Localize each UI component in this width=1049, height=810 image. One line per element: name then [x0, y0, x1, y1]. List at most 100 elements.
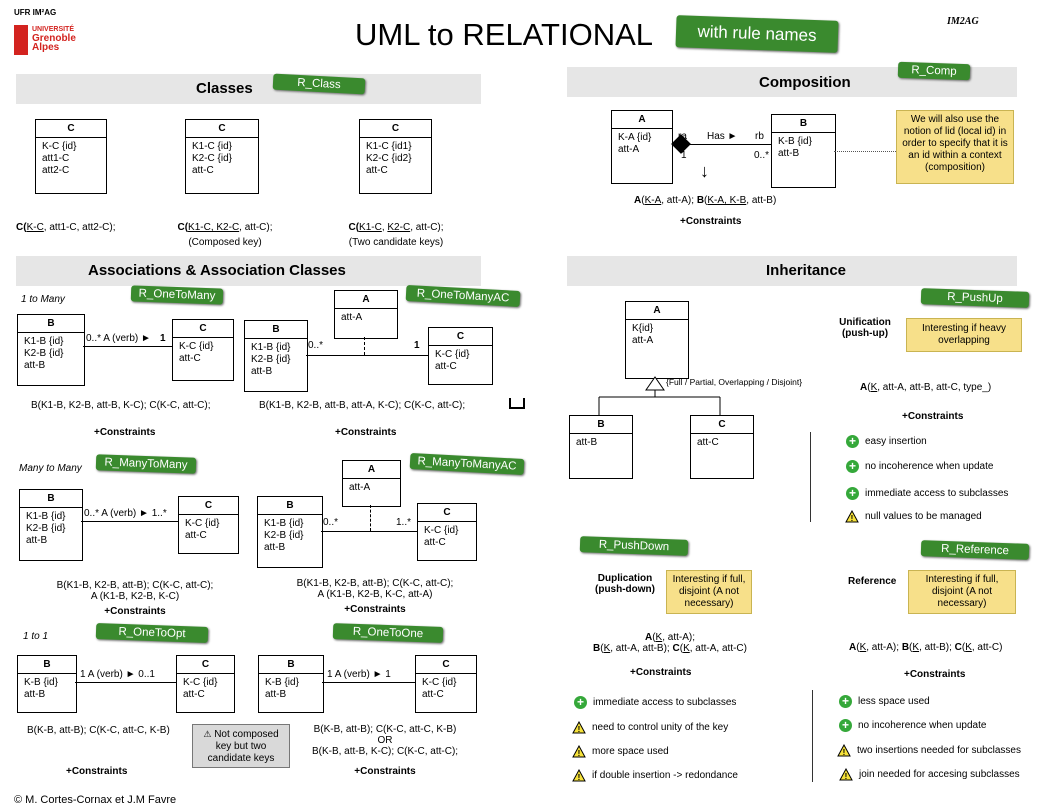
- inh-class-a: A K{id}att-A: [625, 301, 689, 379]
- oto-note: ⚠ Not composed key but two candidate key…: [192, 724, 290, 768]
- im2ag-label: IM2AG: [947, 16, 979, 27]
- title-tag: with rule names: [675, 15, 839, 53]
- pushup-item-0: +easy insertion: [846, 435, 927, 448]
- pushup-item-2: +immediate access to subclasses: [846, 487, 1008, 500]
- otmac-multiplicity-left: 0..*: [308, 340, 324, 351]
- class-rel-2: C(K1-C, K2-C, att-C); (Composed key): [177, 222, 273, 248]
- pushdown-divider: [812, 690, 813, 782]
- tag-r-reference: R_Reference: [920, 540, 1030, 560]
- svg-text:!: !: [851, 514, 854, 523]
- plus-icon: +: [846, 487, 859, 500]
- reference-note: Interesting if full, disjoint (A not nec…: [908, 570, 1016, 614]
- mtm-class-c: C K-C {id}att-C: [178, 496, 239, 554]
- tag-r-pushdown: R_PushDown: [579, 536, 689, 556]
- reference-title: Reference: [848, 576, 897, 587]
- arrow-down-icon: ↓: [700, 161, 709, 181]
- oto-constraints: +Constraints: [66, 766, 128, 777]
- o2o-multiplicity: 1 A (verb) ► 1: [327, 669, 391, 680]
- mtmac-relation: B(K1-B, K2-B, att-B); C(K-C, att-C); A (…: [296, 578, 454, 615]
- tag-r-pushup: R_PushUp: [920, 288, 1030, 308]
- pushup-divider: [810, 432, 811, 522]
- mtm-relation: B(K1-B, K2-B, att-B); C(K-C, att-C); A (…: [56, 580, 214, 617]
- tag-r-many-to-many: R_ManyToMany: [95, 454, 197, 474]
- reference-item-2: !two insertions needed for subclasses: [837, 744, 1021, 757]
- pushdown-item-0: +immediate access to subclasses: [574, 696, 736, 709]
- plus-icon: +: [846, 460, 859, 473]
- reference-item-0: +less space used: [839, 695, 930, 708]
- otm-class-c: C K-C {id}att-C: [172, 319, 234, 381]
- pushup-item-3: !null values to be managed: [845, 510, 982, 523]
- tag-r-one-to-many: R_OneToMany: [130, 285, 224, 305]
- pushdown-item-1: !need to control unity of the key: [572, 721, 728, 734]
- inh-class-b: B att-B: [569, 415, 633, 479]
- logo-city2-text: Alpes: [32, 42, 60, 53]
- pushdown-title: Duplication (push-down): [595, 573, 655, 595]
- warning-icon: ⚠: [203, 729, 212, 739]
- edit-glyph-icon: [509, 398, 525, 409]
- classes-title: Classes: [196, 80, 253, 97]
- warning-icon: !: [572, 721, 586, 734]
- label-many-to-many: Many to Many: [19, 463, 82, 474]
- inh-constraint-label: {Full / Partial, Overlapping / Disjoint}: [666, 377, 803, 387]
- otm-assoc-line: [83, 346, 172, 347]
- comp-class-b: B K-B {id}att-B: [771, 114, 836, 188]
- comp-has: Has ►: [707, 131, 738, 142]
- inheritance-title: Inheritance: [766, 262, 847, 279]
- mtm-assoc-line: [81, 521, 178, 522]
- otm-class-b: B K1-B {id}K2-B {id}att-B: [17, 314, 85, 386]
- svg-text:!: !: [578, 725, 581, 734]
- comp-note-link: [834, 151, 896, 152]
- plus-icon: +: [839, 719, 852, 732]
- comp-mult-right: 0..*: [754, 150, 770, 161]
- warning-icon: !: [837, 744, 851, 757]
- classes-band: [16, 74, 481, 104]
- otm-relation: B(K1-B, K2-B, att-B, K-C); C(K-C, att-C)…: [31, 400, 211, 411]
- pushup-relation: A(K, att-A, att-B, att-C, type_): [860, 382, 992, 393]
- pushdown-item-2: !more space used: [572, 745, 669, 758]
- pushdown-relation: A(K, att-A); B(K, att-A, att-B); C(K, at…: [593, 632, 747, 654]
- pushup-item-1: +no incoherence when update: [846, 460, 993, 473]
- pushdown-constraints: +Constraints: [630, 667, 692, 678]
- tag-r-comp: R_Comp: [897, 61, 971, 81]
- comp-relation: A(K-A, att-A); B(K-A, K-B, att-B): [634, 195, 777, 206]
- svg-text:!: !: [845, 772, 848, 781]
- oto-assoc-line: [75, 682, 176, 683]
- pushup-constraints: +Constraints: [902, 411, 964, 422]
- mtmac-multiplicity-right: 1..*: [396, 517, 412, 528]
- mtmac-multiplicity-left: 0..*: [323, 517, 339, 528]
- label-one-to-one: 1 to 1: [23, 631, 49, 642]
- generalization-triangle-icon: [645, 376, 665, 391]
- class-c-3: C K1-C {id1}K2-C {id2}att-C: [359, 119, 432, 194]
- page-title: UML to RELATIONAL: [355, 17, 654, 52]
- plus-icon: +: [574, 696, 587, 709]
- plus-icon: +: [846, 435, 859, 448]
- comp-rb: rb: [755, 131, 764, 142]
- oto-relation: B(K-B, att-B); C(K-C, att-C, K-B): [27, 725, 170, 736]
- otmac-class-a: A att-A: [334, 290, 398, 339]
- svg-text:!: !: [578, 749, 581, 758]
- otmac-assoc-line: [306, 355, 428, 356]
- pushdown-item-3: !if double insertion -> redondance: [572, 769, 738, 782]
- comp-class-a: A K-A {id}att-A: [611, 110, 673, 184]
- tag-r-one-to-opt: R_OneToOpt: [95, 623, 209, 643]
- otmac-multiplicity-right: 1: [414, 340, 420, 351]
- assoc-title: Associations & Association Classes: [88, 262, 346, 279]
- otmac-class-c: C K-C {id}att-C: [428, 327, 493, 385]
- mtmac-class-c: C K-C {id}att-C: [417, 503, 477, 561]
- reference-item-1: +no incoherence when update: [839, 719, 986, 732]
- svg-text:!: !: [578, 773, 581, 782]
- comp-mult-left: 1: [681, 150, 687, 161]
- class-rel-3: C(K1-C, K2-C, att-C); (Two candidate key…: [348, 222, 444, 248]
- otm-multiplicity-right: 1: [160, 333, 166, 344]
- class-c-2: C K1-C {id}K2-C {id}att-C: [185, 119, 259, 194]
- label-one-to-many: 1 to Many: [21, 294, 65, 305]
- mtm-class-b: B K1-B {id}K2-B {id}att-B: [19, 489, 83, 561]
- otmac-constraints: +Constraints: [335, 427, 397, 438]
- mtmac-dashed-link: [370, 505, 371, 531]
- logo-univ-text: UNIVERSITÉ: [32, 26, 75, 33]
- logo-city1-text: Grenoble: [32, 33, 76, 44]
- svg-text:!: !: [843, 748, 846, 757]
- otm-multiplicity-left: 0..* A (verb) ►: [86, 333, 151, 344]
- comp-note: We will also use the notion of lid (loca…: [896, 110, 1014, 184]
